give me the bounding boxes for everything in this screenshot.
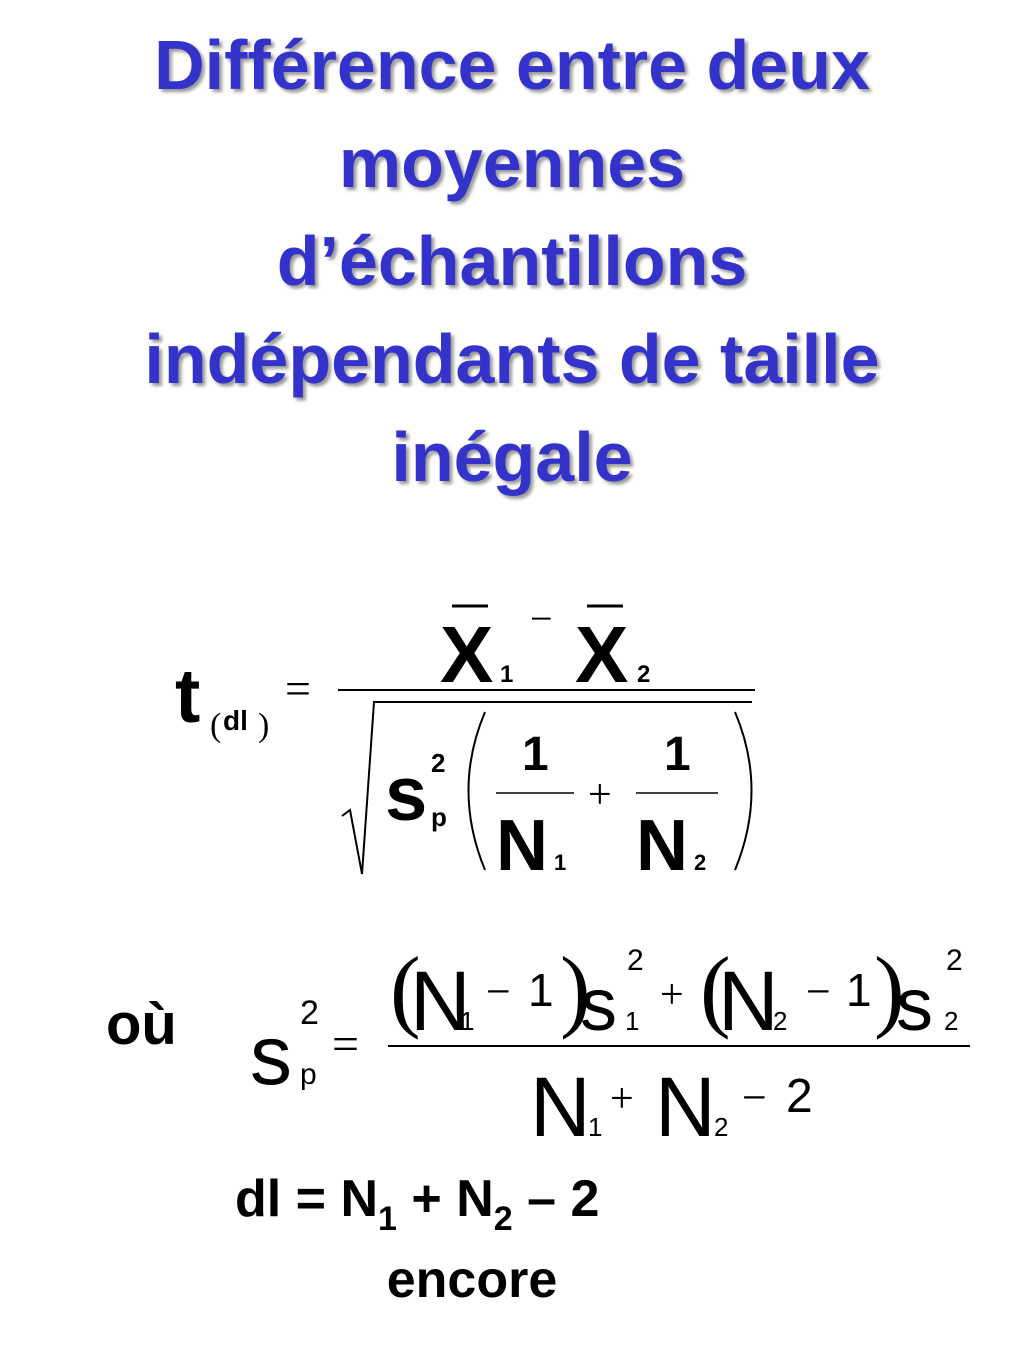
num-s1-superscript: 2 [627,944,644,977]
page-title: Différence entre deux moyennes d’échanti… [0,16,1024,506]
sp-symbol: s [385,752,427,837]
num-s2: s [896,963,933,1046]
t-paren-open: ( [210,707,221,744]
x2-subscript: 2 [637,661,650,688]
num-minus-2: − [806,967,831,1016]
sp-formula: où s 2 p = ( N 1 − 1 ) s 2 1 + ( N 2 − 1… [106,938,970,1154]
num-n2-subscript: 2 [773,1006,787,1036]
num-n1-subscript: 1 [460,1006,474,1036]
sp-subscript: p [431,802,447,832]
t-dl-subscript: dl [223,705,248,736]
numerator-minus: − [530,596,553,641]
sqrt-sign [341,701,752,875]
frac2-n: N [636,806,688,886]
t-symbol: t [175,654,200,739]
frac1-numerator: 1 [522,728,549,781]
x1-subscript: 1 [500,661,513,688]
title-line-2: moyennes [338,124,686,202]
t-paren-close: ) [258,707,269,744]
den-n2-subscript: 2 [714,1112,728,1142]
den-n1-subscript: 1 [588,1112,602,1142]
num-n1: N [410,954,471,1048]
t-equals: = [285,663,311,714]
title-line-1: Différence entre deux [154,26,870,104]
num-paren-open-2: ( [700,938,731,1040]
num-s1-subscript: 1 [625,1006,639,1036]
df-encore: encore [387,1251,558,1309]
x1-symbol: X [440,610,493,699]
den-minus: − [742,1073,767,1122]
x2-symbol: X [575,610,628,699]
sp2-equals: = [332,1018,359,1071]
sp2-subscript: p [300,1058,317,1091]
t-formula: t ( dl ) = X 1 − X 2 s 2 p 1 N 1 + 1 N 2 [175,596,755,886]
sp2-superscript: 2 [300,994,319,1032]
ou-label: où [106,992,177,1057]
frac1-n-subscript: 1 [554,850,566,875]
num-one-2: 1 [846,964,872,1016]
den-n1: N [530,1060,591,1154]
num-plus: + [660,972,684,1018]
den-plus: + [610,1076,634,1122]
title-line-4: indépendants de taille [144,320,880,398]
sp2-s: s [250,1008,292,1102]
denominator-plus: + [588,772,612,818]
title-line-3: d’échantillons [276,222,748,300]
num-one-1: 1 [528,964,554,1016]
num-paren-close-2: ) [874,938,905,1040]
num-s1: s [580,963,617,1046]
sp-superscript: 2 [431,748,445,778]
num-s2-subscript: 2 [944,1006,958,1036]
frac2-n-subscript: 2 [694,850,706,875]
df-formula: dl = N1 + N2 – 2 encore [235,1170,599,1309]
denominator-paren-close [734,711,753,871]
num-paren-close-1: ) [560,938,591,1040]
denominator-paren-open [467,711,486,871]
num-paren-open-1: ( [390,938,421,1040]
title-line-5: inégale [391,418,633,496]
num-n2: N [718,954,779,1048]
num-minus-1: − [486,967,511,1016]
frac1-n: N [496,806,548,886]
den-two: 2 [786,1070,813,1123]
den-n2: N [655,1060,716,1154]
num-s2-superscript: 2 [946,944,963,977]
df-line: dl = N1 + N2 – 2 [235,1170,599,1238]
frac2-numerator: 1 [664,728,691,781]
